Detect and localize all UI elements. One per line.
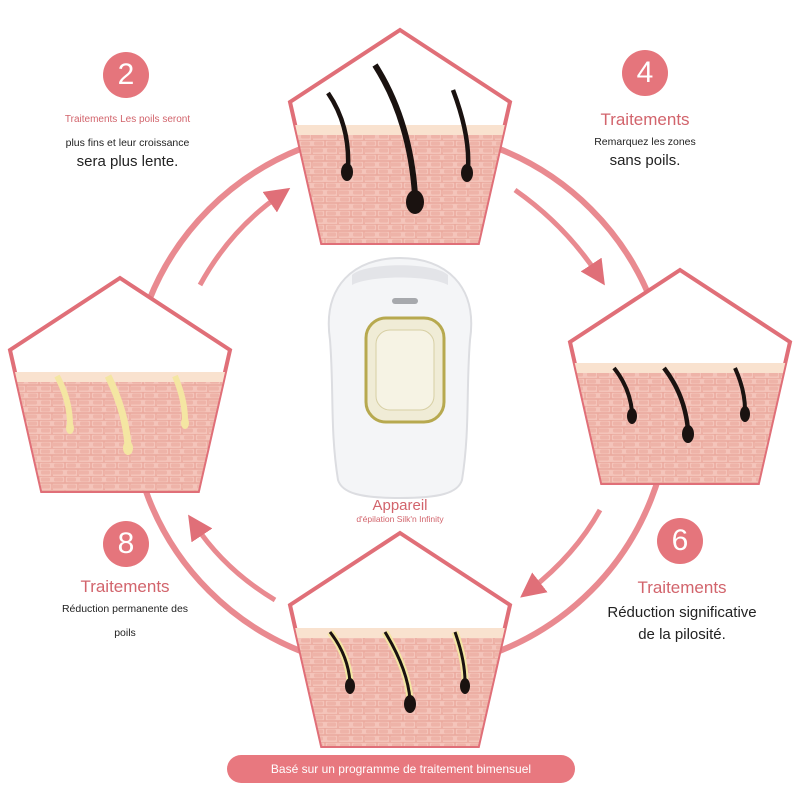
step-6-text: Traitements Réduction significative de l… — [592, 578, 772, 646]
step-6-heading: Traitements — [637, 578, 727, 597]
footer-banner: Basé sur un programme de traitement bime… — [227, 755, 575, 783]
step-number-badge: 6 — [657, 518, 703, 564]
step-6-line2: de la pilosité. — [638, 626, 726, 643]
step-8-heading: Traitements — [80, 577, 170, 596]
device-illustration — [327, 256, 473, 500]
arrow-top-left — [197, 187, 291, 287]
step-2-line1: plus fins et leur croissance — [65, 137, 190, 149]
step-4-line2: sans poils. — [609, 152, 681, 169]
pentagon-left — [7, 275, 233, 493]
pentagon-bottom — [287, 530, 513, 748]
step-2-line2: sera plus lente. — [76, 153, 179, 170]
device-label: Appareil d'épilation Silk'n Infinity — [320, 497, 480, 524]
step-8-text: Traitements Réduction permanente des poi… — [50, 577, 200, 641]
step-4-line1: Remarquez les zones — [594, 136, 696, 148]
step-number-badge: 2 — [103, 52, 149, 98]
device-title: Appareil — [372, 497, 428, 514]
step-number-badge: 8 — [103, 521, 149, 567]
step-6-line1: Réduction significative — [607, 604, 757, 621]
arrow-bottom-left — [188, 514, 277, 603]
step-2-heading: Traitements Les poils seront — [64, 114, 191, 125]
pentagon-right — [567, 267, 793, 485]
step-4-heading: Traitements — [600, 110, 690, 129]
pentagon-top — [287, 27, 513, 245]
step-8-line1: Réduction permanente des — [61, 603, 189, 615]
device-subtitle: d'épilation Silk'n Infinity — [356, 514, 444, 524]
arrow-bottom-right — [520, 508, 603, 598]
arrow-top-right — [513, 187, 605, 286]
step-number-badge: 4 — [622, 50, 668, 96]
step-8-line2: poils — [114, 627, 136, 639]
step-4-text: Traitements Remarquez les zones sans poi… — [570, 110, 720, 172]
step-2-text: Traitements Les poils seront plus fins e… — [45, 114, 210, 173]
